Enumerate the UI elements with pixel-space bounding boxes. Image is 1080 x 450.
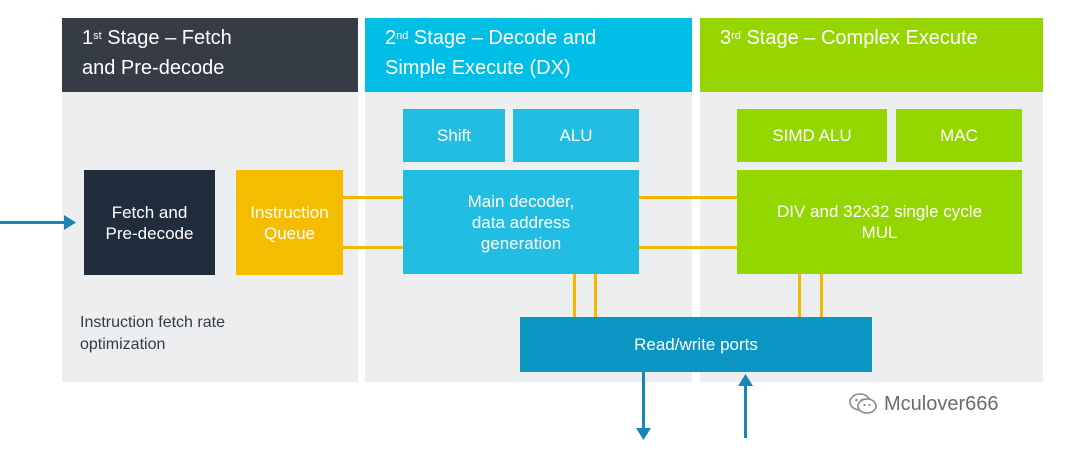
input-arrow-shaft xyxy=(0,221,70,224)
stage3-title: Stage – Complex Execute xyxy=(740,27,978,49)
div-mul-block: DIV and 32x32 single cycle MUL xyxy=(737,170,1022,274)
connector-decoder-div-bottom xyxy=(639,246,738,249)
stage1-title-line2: and Pre-decode xyxy=(82,57,225,79)
stage1-ordinal: st xyxy=(93,30,102,42)
watermark-text: Mculover666 xyxy=(884,392,999,415)
stage2-title-line2: Simple Execute (DX) xyxy=(385,57,571,79)
connector-decoder-ports-left xyxy=(573,274,576,318)
return-arrow-shaft xyxy=(744,384,747,438)
return-arrow-head xyxy=(738,374,753,386)
stage1-number: 1 xyxy=(82,27,94,49)
connector-queue-decoder-bottom xyxy=(342,246,404,249)
stage2-header: 2nd Stage – Decode and Simple Execute (D… xyxy=(365,18,692,92)
connector-div-ports-right xyxy=(820,274,823,318)
connector-decoder-div-top xyxy=(639,196,738,199)
input-arrow-head xyxy=(64,215,76,230)
stage2-ordinal: nd xyxy=(396,30,409,42)
alu-block: ALU xyxy=(513,109,639,162)
connector-queue-decoder-top xyxy=(342,196,404,199)
simd-alu-block: SIMD ALU xyxy=(737,109,887,162)
read-write-ports-block: Read/write ports xyxy=(520,317,872,372)
instruction-queue-block: Instruction Queue xyxy=(236,170,343,275)
output-arrow-shaft xyxy=(642,372,645,432)
shift-block: Shift xyxy=(403,109,505,162)
connector-decoder-ports-right xyxy=(594,274,597,318)
stage3-number: 3 xyxy=(720,27,732,49)
main-decoder-block: Main decoder, data address generation xyxy=(403,170,639,274)
stage3-ordinal: rd xyxy=(731,30,741,42)
fetch-rate-note: Instruction fetch rate optimization xyxy=(80,314,225,353)
fetch-predecode-block: Fetch and Pre-decode xyxy=(84,170,215,275)
watermark: Mculover666 xyxy=(848,392,999,416)
stage1-title: Stage – Fetch xyxy=(101,27,232,49)
mac-block: MAC xyxy=(896,109,1022,162)
stage2-title: Stage – Decode and xyxy=(408,27,597,49)
output-arrow-head xyxy=(636,428,651,440)
connector-div-ports-left xyxy=(798,274,801,318)
stage3-header: 3rd Stage – Complex Execute xyxy=(700,18,1043,92)
stage1-header: 1st Stage – Fetch and Pre-decode xyxy=(62,18,358,92)
wechat-icon xyxy=(849,393,877,414)
stage2-number: 2 xyxy=(385,27,397,49)
